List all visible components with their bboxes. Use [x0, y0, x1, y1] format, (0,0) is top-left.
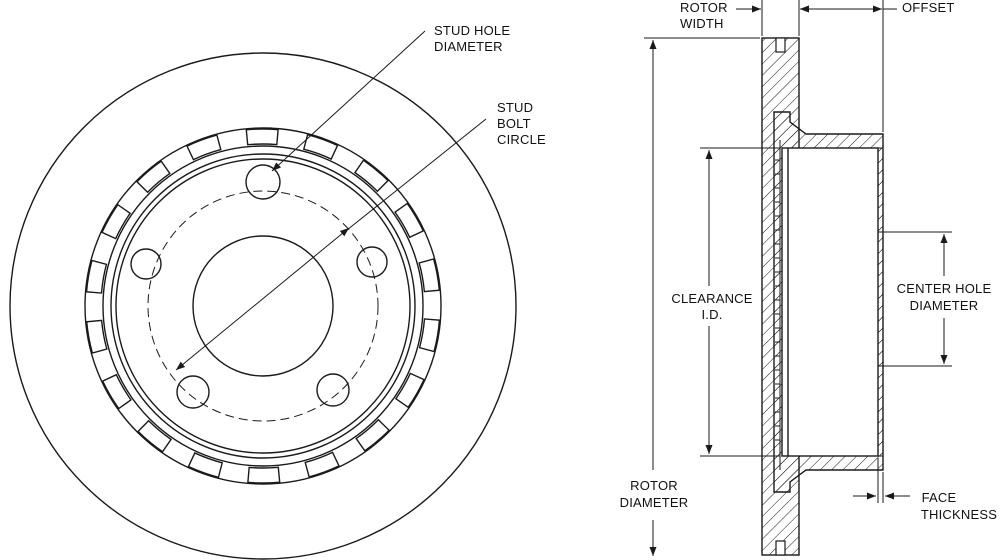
vent-slot	[245, 128, 279, 146]
rotor-width-label-line2: WIDTH	[680, 16, 724, 31]
vent-slot	[418, 318, 441, 353]
bolt-circle-label-line3: CIRCLE	[497, 132, 546, 147]
vent-slot	[101, 373, 132, 410]
center-hole-label-line1: CENTER HOLE	[897, 281, 992, 296]
rotor-outer-edge	[9, 52, 517, 560]
vent-slot	[186, 134, 222, 161]
vent-slot	[302, 133, 339, 160]
stud-hole	[245, 164, 281, 200]
bolt-circle-leader	[346, 118, 487, 231]
stud-hole	[316, 373, 350, 407]
hat-inner-ring	[115, 158, 411, 454]
vent-slot	[394, 202, 425, 239]
vent-slot	[355, 418, 391, 452]
wall-tick-marks	[775, 159, 780, 441]
hub-face	[877, 147, 884, 457]
vent-slot	[85, 319, 108, 354]
side-dimensions	[644, 0, 952, 556]
vent-slot	[418, 258, 441, 293]
stud-hole-label-line1: STUD HOLE	[434, 23, 510, 38]
vent-slot	[247, 466, 281, 484]
vent-slot	[85, 259, 108, 294]
front-view	[9, 30, 517, 560]
hat-ring-2	[102, 145, 424, 467]
vent-slot	[135, 160, 171, 194]
vent-slots	[85, 128, 441, 484]
face-thickness-label-line2: THICKNESS	[921, 507, 997, 522]
vent-slot	[187, 452, 224, 479]
vent-slot	[101, 203, 132, 240]
face-thickness-label-line1: FACE	[922, 490, 957, 505]
offset-label: OFFSET	[902, 0, 954, 15]
rotor-diameter-label-line2: DIAMETER	[620, 495, 689, 510]
stud-hole-label-line2: DIAMETER	[434, 39, 503, 54]
bolt-circle-dimension	[175, 227, 350, 371]
vent-slot	[394, 372, 425, 409]
center-hole	[192, 235, 334, 377]
rotor-width-label-line1: ROTOR	[680, 0, 728, 15]
vent-slot	[304, 451, 340, 478]
stud-hole	[176, 375, 210, 409]
side-section-view	[761, 37, 890, 556]
stud-hole-leader	[271, 30, 426, 172]
hat-cavity	[781, 147, 879, 457]
center-hole-label-line2: DIAMETER	[910, 298, 979, 313]
hat-outer-ring	[84, 127, 442, 485]
stud-bolt-circle-line	[147, 190, 379, 422]
stud-hole	[356, 246, 388, 278]
rotor-diameter-label-line1: ROTOR	[630, 478, 678, 493]
stud-holes	[130, 164, 388, 409]
clearance-label-line2: I.D.	[701, 307, 722, 322]
vane-notch-top	[775, 37, 786, 53]
bolt-circle-label-line1: STUD	[497, 100, 533, 115]
vane-notch-bottom	[775, 540, 786, 556]
vent-slot	[137, 419, 173, 453]
hat-ring-3	[110, 153, 416, 459]
clearance-label-line1: CLEARANCE	[671, 291, 752, 306]
bolt-circle-label-line2: BOLT	[497, 116, 531, 131]
vent-slot	[353, 159, 389, 193]
stud-hole	[130, 248, 162, 280]
